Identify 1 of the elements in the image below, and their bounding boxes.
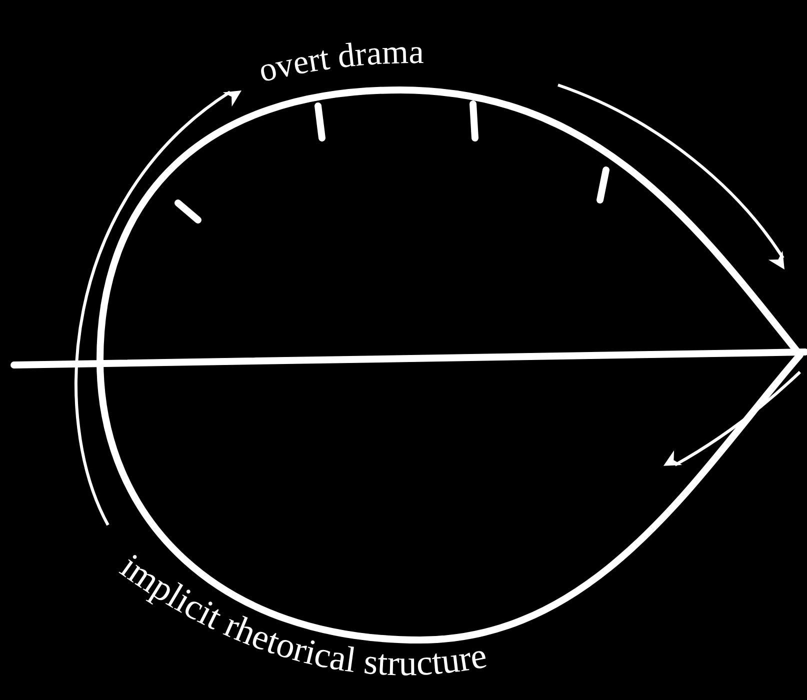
curved-label: overt drama: [255, 34, 424, 90]
